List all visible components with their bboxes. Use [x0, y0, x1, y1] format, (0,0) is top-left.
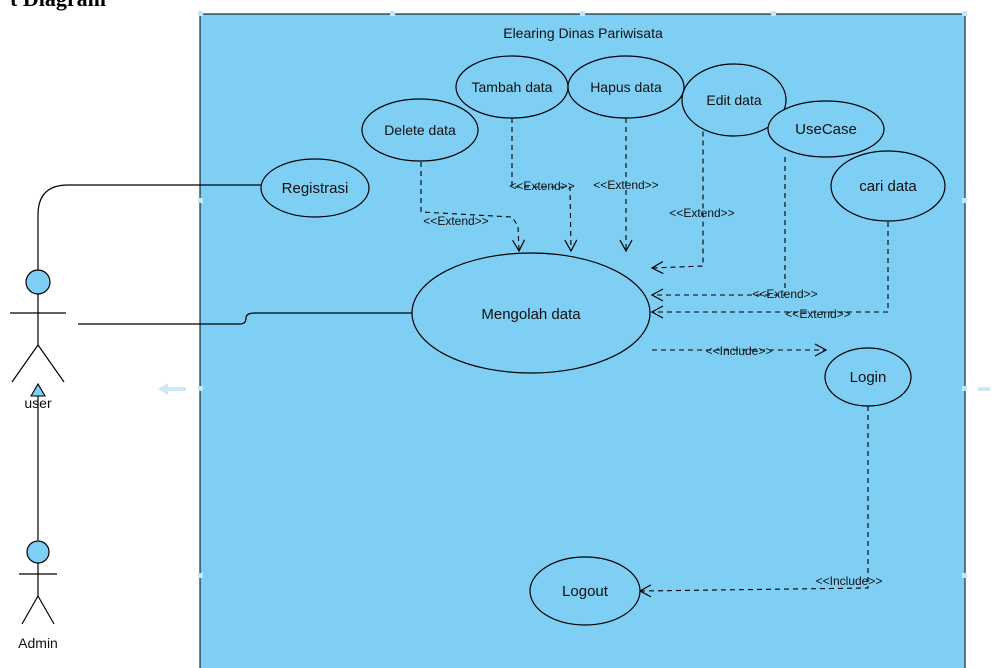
use-case-edit-data[interactable]: Edit data	[681, 63, 787, 137]
include-label-login: <<Include>>	[706, 344, 773, 358]
include-label-logout: <<Include>>	[816, 574, 883, 588]
left-arrow-icon[interactable]	[158, 383, 186, 395]
use-case-mengolah-data-label: Mengolah data	[481, 306, 581, 323]
actor-admin[interactable]	[19, 540, 57, 625]
use-case-registrasi[interactable]: Registrasi	[260, 158, 370, 218]
actor-user-right-leg	[37, 344, 65, 383]
handle-top-left[interactable]	[198, 11, 203, 16]
handle-left-1[interactable]	[198, 198, 203, 203]
use-case-delete-data-label: Delete data	[384, 122, 456, 138]
handle-top-2[interactable]	[580, 11, 585, 16]
use-case-mengolah-data[interactable]: Mengolah data	[411, 252, 651, 374]
use-case-logout-label: Logout	[562, 583, 609, 600]
use-case-login[interactable]: Login	[824, 347, 912, 407]
use-case-hapus-data[interactable]: Hapus data	[567, 55, 685, 119]
use-case-usecase-label: UseCase	[795, 121, 857, 138]
use-case-usecase[interactable]: UseCase	[767, 100, 885, 158]
extend-label-tambah: <<Extend>>	[509, 179, 574, 193]
extend-label-edit: <<Extend>>	[669, 206, 734, 220]
heading-fragment: t Diagram	[10, 0, 106, 11]
actor-user[interactable]	[10, 269, 66, 383]
use-case-delete-data[interactable]: Delete data	[361, 98, 479, 162]
use-case-cari-data-label: cari data	[859, 178, 917, 195]
extend-usecase-to-mengolah[interactable]	[650, 157, 786, 302]
generalization-arrowhead-icon	[30, 382, 46, 397]
use-case-login-label: Login	[850, 369, 887, 386]
actor-admin-right-leg	[37, 595, 55, 625]
actor-user-label: user	[24, 395, 52, 411]
extend-cari-to-mengolah[interactable]	[650, 222, 889, 319]
extend-label-cari: <<Extend>>	[785, 307, 850, 321]
use-case-tambah-data[interactable]: Tambah data	[455, 55, 569, 119]
actor-admin-left-leg	[21, 595, 39, 625]
handle-right-3[interactable]	[962, 573, 967, 578]
actor-admin-label: Admin	[18, 635, 58, 651]
handle-top-3[interactable]	[771, 11, 776, 16]
handle-left-2[interactable]	[198, 386, 203, 391]
use-case-tambah-data-label: Tambah data	[472, 79, 553, 95]
handle-right-1[interactable]	[962, 198, 967, 203]
include-login-to-logout[interactable]	[638, 406, 869, 598]
use-case-edit-data-label: Edit data	[706, 92, 761, 108]
handle-top-right[interactable]	[962, 11, 967, 16]
actor-user-head-icon	[25, 269, 51, 295]
use-case-hapus-data-label: Hapus data	[590, 79, 662, 95]
extend-label-delete: <<Extend>>	[423, 214, 488, 228]
extend-label-hapus: <<Extend>>	[593, 178, 658, 192]
actor-user-left-leg	[11, 344, 39, 383]
extend-label-usecase: <<Extend>>	[752, 287, 817, 301]
association-user-mengolah[interactable]	[78, 312, 412, 325]
selection-handles	[198, 11, 967, 578]
actor-admin-head-icon	[26, 540, 50, 564]
use-case-registrasi-label: Registrasi	[282, 180, 349, 197]
use-case-logout[interactable]: Logout	[529, 556, 641, 626]
handle-left-3[interactable]	[198, 573, 203, 578]
system-title: Elearing Dinas Pariwisata	[503, 25, 663, 41]
association-user-registrasi[interactable]	[37, 184, 262, 270]
handle-right-2[interactable]	[962, 386, 967, 391]
handle-top-1[interactable]	[390, 11, 395, 16]
use-case-cari-data[interactable]: cari data	[830, 150, 946, 222]
